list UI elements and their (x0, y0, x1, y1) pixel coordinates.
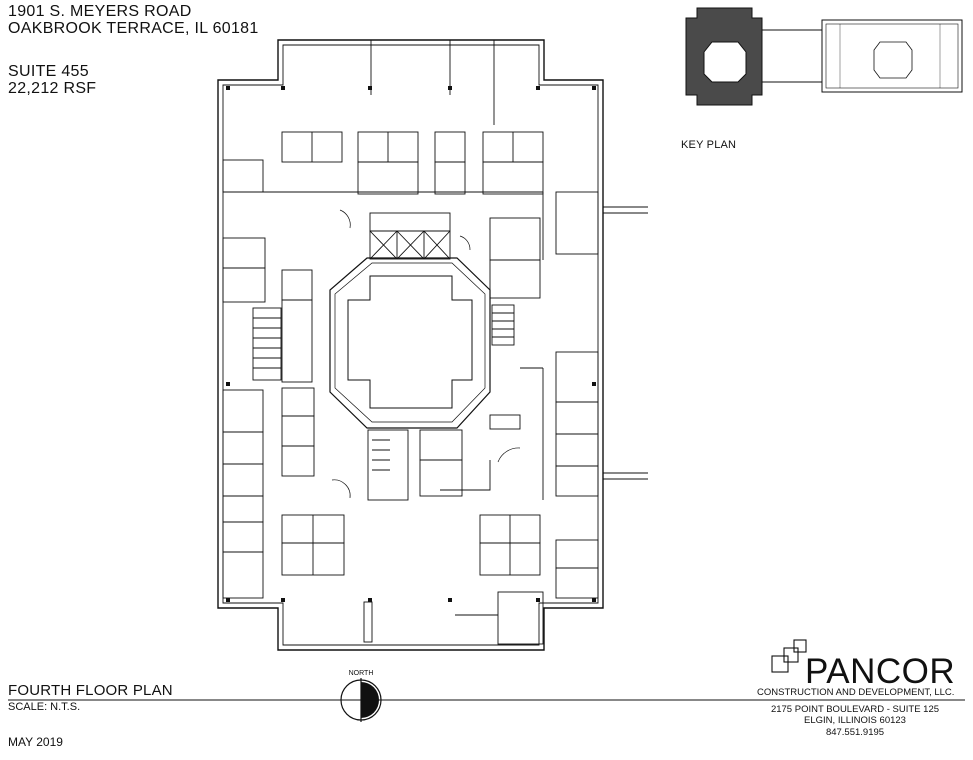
key-plan-label: KEY PLAN (681, 139, 737, 151)
door-swings (331, 209, 521, 499)
company-city: ELGIN, ILLINOIS 60123 (804, 715, 906, 727)
north-label: NORTH (348, 670, 374, 677)
address-line-1: 1901 S. MEYERS ROAD (8, 3, 192, 20)
company-tagline: CONSTRUCTION AND DEVELOPMENT, LLC. (757, 687, 955, 698)
company-street: 2175 POINT BOULEVARD - SUITE 125 (770, 704, 940, 715)
property-address: 1901 S. MEYERS ROAD OAKBROOK TERRACE, IL… (8, 3, 259, 38)
building-outline (217, 39, 604, 651)
company-phone: 847.551.9195 (825, 726, 885, 738)
interior-walls (222, 40, 599, 645)
suite-number: SUITE 455 (8, 63, 89, 80)
plan-title: FOURTH FLOOR PLAN (8, 682, 173, 699)
plan-scale: SCALE: N.T.S. (8, 701, 81, 713)
key-plan (685, 7, 963, 106)
pancor-logo-mark (771, 639, 807, 673)
suite-info: SUITE 455 22,212 RSF (8, 63, 97, 98)
connector-bridges (603, 206, 648, 480)
suite-area: 22,212 RSF (8, 79, 97, 97)
key-plan-adjacent-building (821, 19, 963, 93)
company-contact: 2175 POINT BOULEVARD - SUITE 125 ELGIN, … (745, 704, 965, 738)
address-line-2: OAKBROOK TERRACE, IL 60181 (8, 19, 259, 37)
structural-columns (226, 86, 596, 602)
plan-date: MAY 2019 (8, 735, 63, 749)
central-core (329, 257, 491, 429)
company-name: PANCOR (805, 652, 956, 691)
